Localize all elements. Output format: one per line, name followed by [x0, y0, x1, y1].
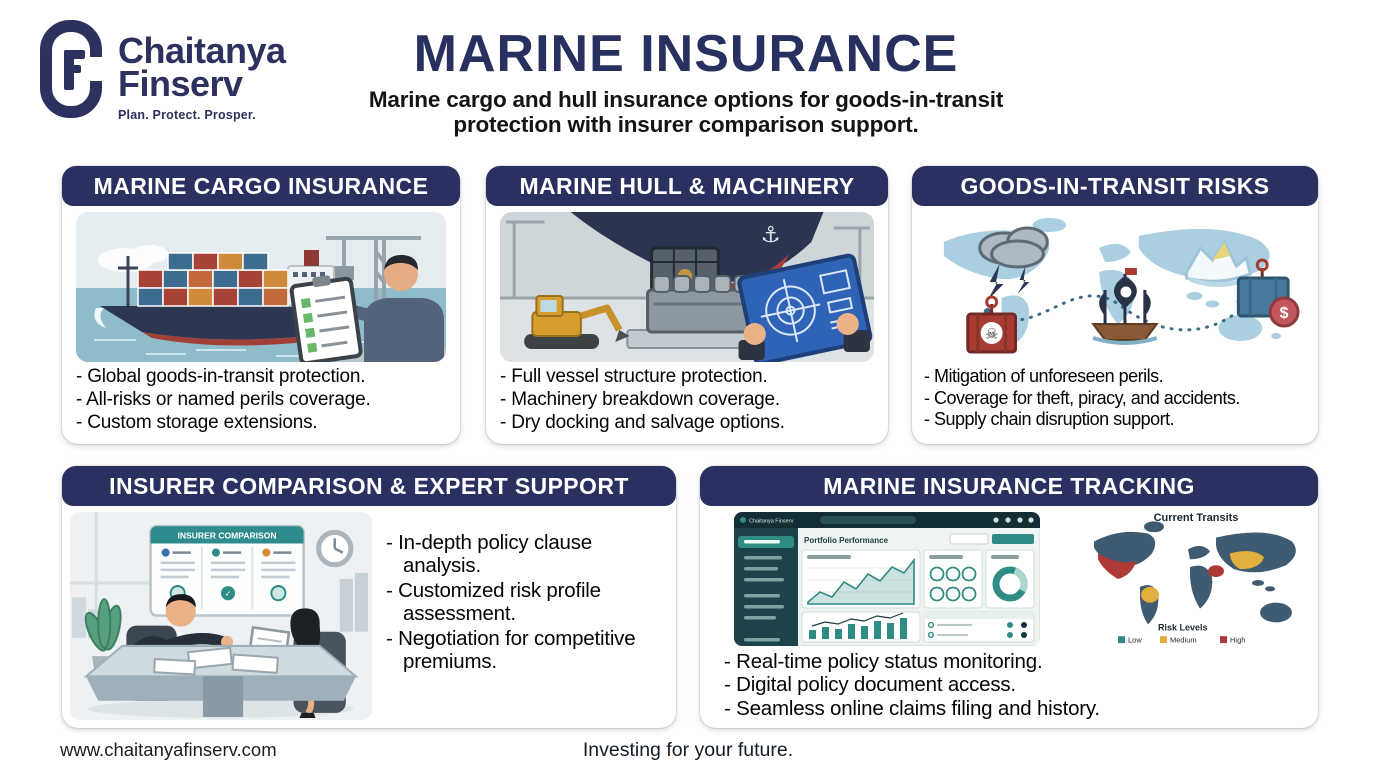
card-title-transit-risks: GOODS-IN-TRANSIT RISKS	[912, 166, 1318, 206]
bar-chart-panel	[801, 611, 921, 643]
tracking-dashboard-screenshot: Chaitanya Finserv Portfolio Performance	[734, 512, 1040, 646]
card-marine-hull-machinery: MARINE HULL & MACHINERY ⚓	[486, 166, 888, 444]
crane-container	[334, 266, 354, 280]
anchor-glyph-icon: ⚓	[761, 222, 781, 247]
checklist-clipboard-icon	[289, 275, 363, 362]
bullet-item: - Global goods-in-transit protection.	[76, 366, 366, 387]
blueprint-icon	[737, 253, 873, 362]
risk-levels-label: Risk Levels	[1158, 622, 1207, 632]
dashboard-topbar-icons[interactable]	[993, 517, 1034, 523]
card-goods-in-transit-risks: GOODS-IN-TRANSIT RISKS	[912, 166, 1318, 444]
risk-region-high-na	[1098, 553, 1136, 580]
bullet-item: - Digital policy document access.	[724, 673, 1016, 697]
footer-website: www.chaitanyafinserv.com	[60, 739, 277, 760]
board-title: INSURER COMPARISON	[178, 530, 277, 540]
bullet-item: - Negotiation for competitive premiums.	[386, 626, 636, 673]
bullet-item: - All-risks or named perils coverage.	[76, 388, 371, 410]
bullet-item: - Customized risk profile assessment.	[386, 578, 601, 625]
area-chart-panel	[801, 549, 921, 609]
cargo-ship-illustration	[76, 212, 446, 362]
bullet-item: - Real-time policy status monitoring.	[724, 650, 1043, 673]
risk-map-illustration: ☠	[926, 212, 1304, 362]
risk-legend: Low Medium High	[1118, 636, 1245, 645]
legend-low: Low	[1128, 636, 1142, 645]
advisor-meeting-illustration: INSURER COMPARISON ✓	[70, 512, 372, 720]
excavator-icon	[524, 295, 630, 349]
dashboard-app-name: Chaitanya Finserv	[749, 519, 794, 525]
legend-medium: Medium	[1170, 636, 1197, 645]
dashboard-filter-dropdown[interactable]	[949, 533, 989, 545]
card-marine-insurance-tracking: MARINE INSURANCE TRACKING Chaitanya Fins…	[700, 466, 1318, 728]
card-insurer-comparison: INSURER COMPARISON & EXPERT SUPPORT INSU…	[62, 466, 676, 728]
brand-name-line2: Finserv	[118, 63, 243, 105]
bullet-item: - Custom storage extensions.	[76, 411, 318, 433]
bullet-item: - Machinery breakdown coverage.	[500, 388, 780, 410]
dashboard-logo-dot	[740, 517, 746, 523]
dashboard-sidebar-items[interactable]	[744, 556, 784, 642]
dashboard-search-input[interactable]	[820, 516, 916, 524]
container-stack	[137, 252, 289, 307]
transits-map-title: Current Transits	[1154, 512, 1239, 524]
hull-bullet-list: - Full vessel structure protection. - Ma…	[500, 366, 882, 434]
bullet-item: - Full vessel structure protection.	[500, 366, 768, 387]
svg-text:☠: ☠	[985, 326, 998, 343]
legend-high: High	[1230, 636, 1245, 645]
brand-tagline: Plan. Protect. Prosper.	[118, 108, 256, 123]
page-title: MARINE INSURANCE	[413, 25, 959, 83]
skull-container-icon: ☠	[966, 295, 1018, 354]
brand-logo: Chaitanya Finserv Plan. Protect. Prosper…	[38, 20, 286, 122]
bullet-item: - Seamless online claims filing and hist…	[724, 696, 1100, 720]
card-marine-cargo-insurance: MARINE CARGO INSURANCE	[62, 166, 460, 444]
pirate-ship-icon	[1091, 268, 1159, 345]
donut-chart-panel	[985, 549, 1035, 609]
transit-bullet-list: - Mitigation of unforeseen perils. - Cov…	[924, 366, 1312, 431]
bullet-item: - Supply chain disruption support.	[924, 409, 1175, 430]
cargo-bullet-list: - Global goods-in-transit protection. - …	[76, 366, 454, 434]
svg-text:✓: ✓	[225, 590, 232, 599]
meeting-desk	[83, 644, 359, 717]
dry-dock-illustration: ⚓	[500, 212, 874, 362]
iceberg-icon	[1185, 239, 1253, 287]
bullet-item: - In-depth policy clause analysis.	[386, 531, 593, 577]
status-icons-panel	[923, 549, 983, 609]
card-title-marine-cargo: MARINE CARGO INSURANCE	[62, 166, 460, 206]
card-title-insurer-comparison: INSURER COMPARISON & EXPERT SUPPORT	[62, 466, 676, 506]
page-header: MARINE INSURANCE Marine cargo and hull i…	[330, 28, 1042, 138]
brand-name-line1: Chaitanya	[118, 30, 286, 71]
page-subtitle: Marine cargo and hull insurance options …	[368, 87, 1004, 137]
bullet-item: - Dry docking and salvage options.	[500, 411, 785, 433]
cf-monogram-icon	[40, 20, 104, 118]
dollar-container-icon: $	[1236, 258, 1300, 328]
wall-clock-icon	[316, 529, 354, 568]
svg-text:$: $	[1280, 305, 1289, 322]
dashboard-action-button[interactable]	[992, 534, 1034, 544]
card-title-hull-machinery: MARINE HULL & MACHINERY	[486, 166, 888, 206]
current-transits-map: Current Transits Risk Levels Low Medium	[1088, 510, 1308, 650]
table-panel	[923, 611, 1035, 643]
risk-region-medium-sa	[1141, 586, 1159, 603]
port-crane-icon	[326, 236, 421, 304]
hands-icon	[738, 313, 870, 360]
card-title-tracking: MARINE INSURANCE TRACKING	[700, 466, 1318, 506]
bullet-item: - Coverage for theft, piracy, and accide…	[924, 387, 1240, 408]
dashboard-heading: Portfolio Performance	[804, 536, 889, 545]
storm-cloud-icon	[978, 226, 1049, 300]
bullet-item: - Mitigation of unforeseen perils.	[924, 366, 1164, 386]
risk-region-high-me	[1208, 565, 1224, 578]
risk-region-medium-asia	[1230, 551, 1264, 570]
footer-slogan: Investing for your future.	[582, 739, 794, 761]
tracking-bullet-list: - Real-time policy status monitoring. - …	[724, 650, 1100, 720]
comparison-bullet-list: - In-depth policy clause analysis. - Cus…	[386, 531, 674, 676]
